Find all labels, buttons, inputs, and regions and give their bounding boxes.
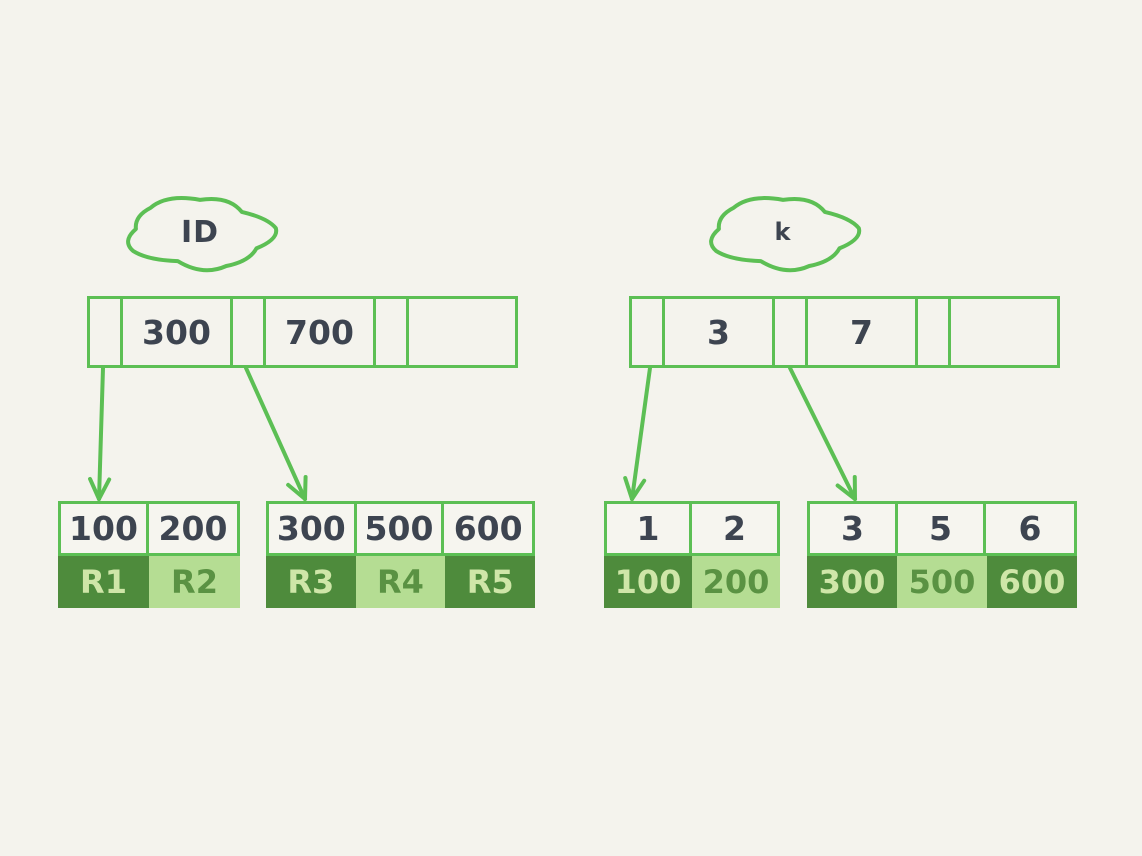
internal-node-id-index-tree[interactable]: 300 700 xyxy=(87,296,518,368)
leaf-key-leaf-id-2-1[interactable]: 500 xyxy=(357,504,445,553)
arrow-id-index-tree-0 xyxy=(88,366,112,501)
pointer-cell-k-index-tree-0[interactable] xyxy=(632,299,665,365)
cloud-label-k-index-tree: k xyxy=(713,203,853,265)
leaf-value-leaf-id-1-1[interactable]: R2 xyxy=(149,556,240,608)
key-cell-id-index-tree-1[interactable]: 300 xyxy=(123,299,233,365)
leaf-value-leaf-id-1-0[interactable]: R1 xyxy=(58,556,149,608)
leaf-value-leaf-k-2-1[interactable]: 500 xyxy=(897,556,987,608)
key-cell-k-index-tree-1[interactable]: 3 xyxy=(665,299,775,365)
key-cell-id-index-tree-3[interactable]: 700 xyxy=(266,299,376,365)
arrow-k-index-tree-0 xyxy=(623,366,652,501)
leaf-value-leaf-k-2-0[interactable]: 300 xyxy=(807,556,897,608)
leaf-key-leaf-id-2-0[interactable]: 300 xyxy=(269,504,357,553)
leaf-key-leaf-k-2-1[interactable]: 5 xyxy=(898,504,986,553)
cloud-label-id-index-tree: ID xyxy=(130,203,270,265)
leaf-key-leaf-id-1-0[interactable]: 100 xyxy=(61,504,149,553)
leaf-key-leaf-k-2-0[interactable]: 3 xyxy=(810,504,898,553)
leaf-key-leaf-id-1-1[interactable]: 200 xyxy=(158,509,228,548)
leaf-key-leaf-k-2-2[interactable]: 6 xyxy=(1018,509,1042,548)
cloud-label-text-id-index-tree: ID xyxy=(180,215,220,250)
leaf-value-leaf-id-2-1[interactable]: R4 xyxy=(355,556,446,608)
key-cell-k-index-tree-5[interactable] xyxy=(951,299,1057,365)
leaf-value-leaf-k-1-0[interactable]: 100 xyxy=(604,556,692,608)
pointer-cell-id-index-tree-0[interactable] xyxy=(90,299,123,365)
pointer-cell-id-index-tree-4[interactable] xyxy=(376,299,409,365)
arrow-k-index-tree-1 xyxy=(788,366,857,501)
leaf-key-leaf-id-2-2[interactable]: 600 xyxy=(453,509,523,548)
leaf-key-leaf-k-1-1[interactable]: 2 xyxy=(723,509,746,548)
leaf-value-leaf-id-2-2[interactable]: R5 xyxy=(445,556,535,608)
pointer-cell-k-index-tree-4[interactable] xyxy=(918,299,951,365)
pointer-cell-id-index-tree-2[interactable] xyxy=(233,299,266,365)
pointer-cell-k-index-tree-2[interactable] xyxy=(775,299,808,365)
leaf-value-leaf-k-2-2[interactable]: 600 xyxy=(987,556,1077,608)
leaf-value-leaf-k-1-1[interactable]: 200 xyxy=(692,556,780,608)
cloud-label-text-k-index-tree: k xyxy=(774,218,792,246)
key-cell-id-index-tree-5[interactable] xyxy=(409,299,515,365)
leaf-key-leaf-k-1-0[interactable]: 1 xyxy=(607,504,692,553)
arrow-id-index-tree-1 xyxy=(244,366,308,501)
leaf-value-leaf-id-2-0[interactable]: R3 xyxy=(266,556,356,608)
key-cell-k-index-tree-3[interactable]: 7 xyxy=(808,299,918,365)
